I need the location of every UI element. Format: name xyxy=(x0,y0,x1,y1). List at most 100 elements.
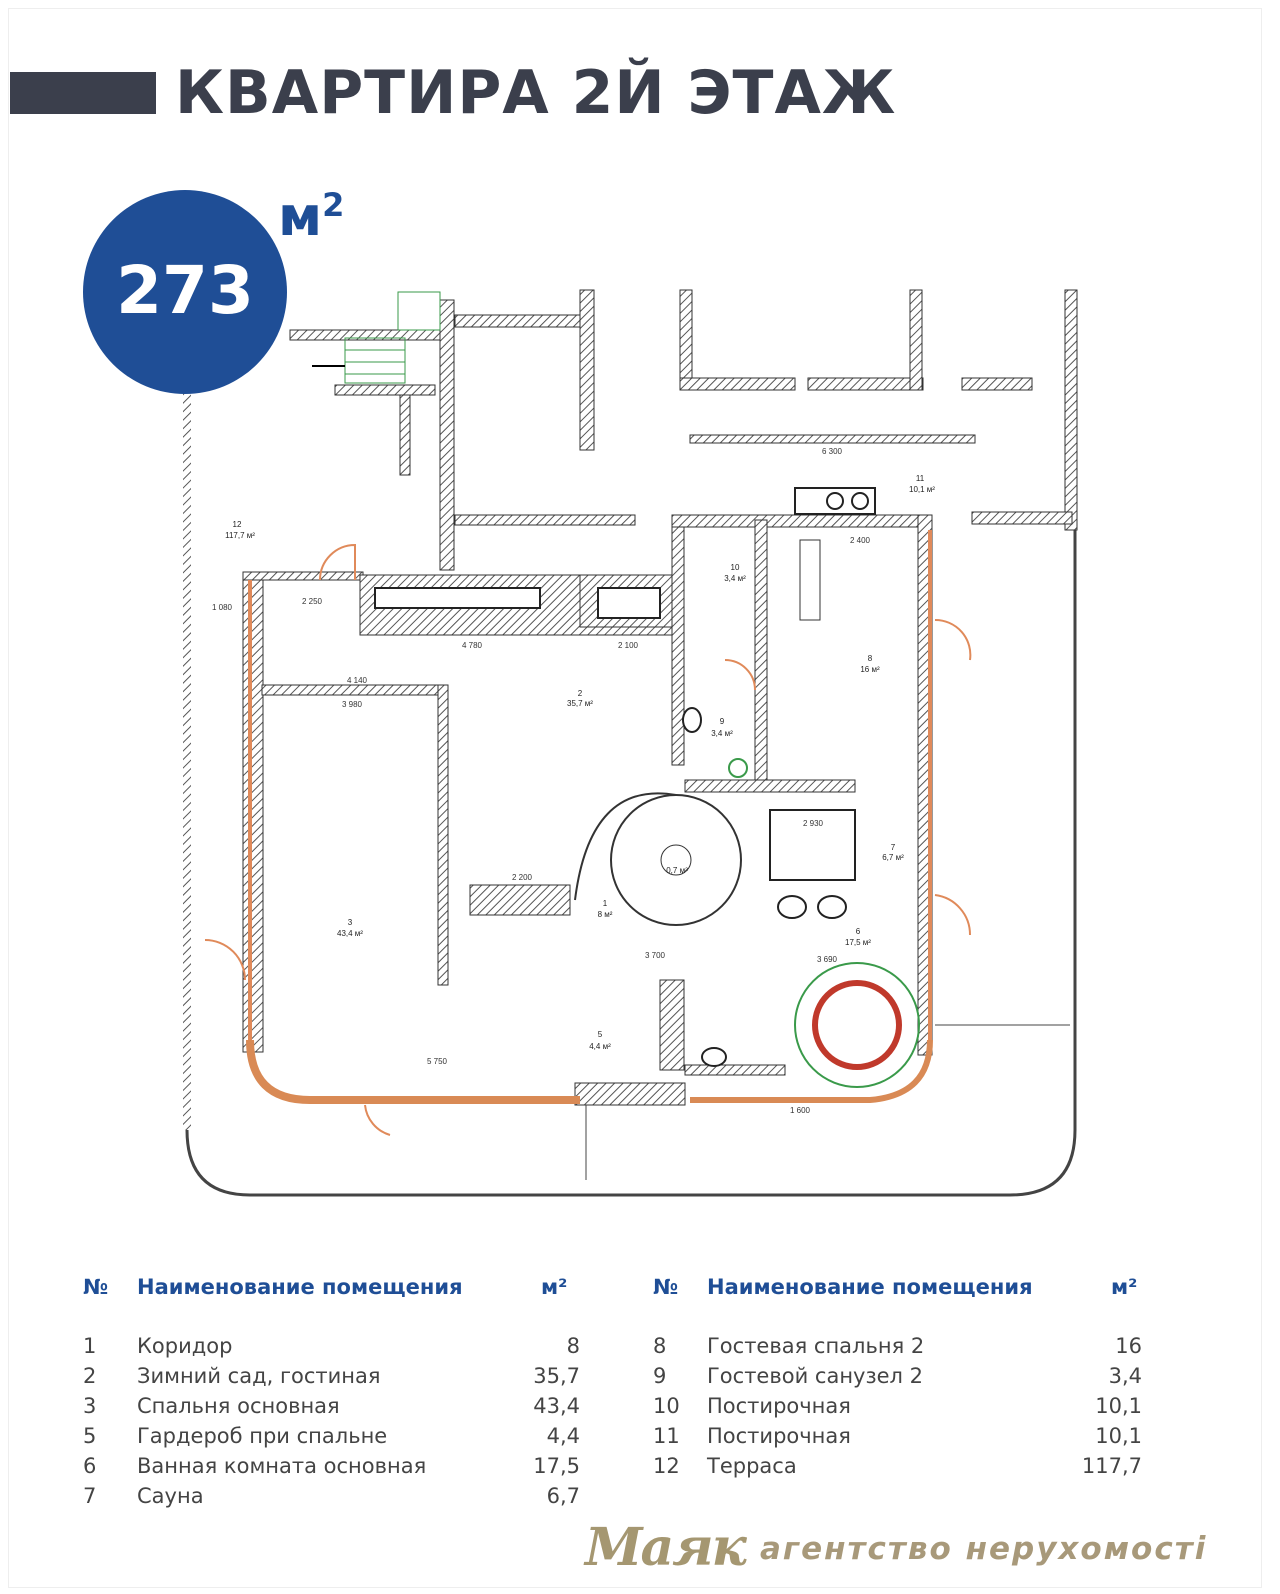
room-label-3-no: 3 xyxy=(348,918,353,927)
room-label-10-no: 10 xyxy=(731,563,740,572)
room-area: 10,1 xyxy=(1095,1394,1142,1418)
terrace-outline xyxy=(185,300,1077,1197)
entry-stair xyxy=(344,291,441,384)
table-row: 8 Гостевая спальня 2 16 xyxy=(653,1334,1173,1364)
room-name: Гардероб при спальне xyxy=(137,1424,388,1448)
table-row: 5 Гардероб при спальне 4,4 xyxy=(83,1424,603,1454)
room-number: 10 xyxy=(653,1394,680,1418)
room-name: Сауна xyxy=(137,1484,204,1508)
room-label-1-no: 1 xyxy=(603,899,608,908)
room-area: 117,7 xyxy=(1081,1454,1142,1478)
dimension-label: 1 080 xyxy=(212,603,233,612)
room-name: Коридор xyxy=(137,1334,233,1358)
room-number: 11 xyxy=(653,1424,680,1448)
dimension-label: 5 750 xyxy=(427,1057,448,1066)
dimension-label: 2 930 xyxy=(803,819,824,828)
room-number: 12 xyxy=(653,1454,680,1478)
dimension-label: 3 690 xyxy=(817,955,838,964)
table-row: 6 Ванная комната основная 17,5 xyxy=(83,1454,603,1484)
room-area: 10,1 xyxy=(1095,1424,1142,1448)
watermark-logo: Маяк xyxy=(585,1517,747,1578)
room-label-2-no: 2 xyxy=(578,689,583,698)
room-name: Ванная комната основная xyxy=(137,1454,427,1478)
area-value: 273 xyxy=(116,252,254,329)
room-label-11-no: 11 xyxy=(916,474,925,483)
table-row: 10 Постирочная 10,1 xyxy=(653,1394,1173,1424)
room-name: Постирочная xyxy=(707,1394,851,1418)
room-number: 6 xyxy=(83,1454,97,1478)
room-number: 1 xyxy=(83,1334,97,1358)
door-arcs xyxy=(204,543,972,1136)
room-label-7-no: 7 xyxy=(891,843,896,852)
table-row: 11 Постирочная 10,1 xyxy=(653,1424,1173,1454)
area-unit: м2 xyxy=(278,185,345,248)
table-row: 7 Сауна 6,7 xyxy=(83,1484,603,1514)
room-area: 8 xyxy=(566,1334,580,1358)
room-label-5-area: 4,4 м² xyxy=(589,1042,611,1051)
table-row: 3 Спальня основная 43,4 xyxy=(83,1394,603,1424)
dimension-label: 2 250 xyxy=(302,597,323,606)
room-label-1-area: 8 м² xyxy=(598,910,613,919)
room-area: 4,4 xyxy=(546,1424,580,1448)
room-label-8-area: 16 м² xyxy=(860,665,880,674)
room-label-2-area: 35,7 м² xyxy=(567,699,593,708)
header-name: Наименование помещения xyxy=(137,1275,463,1299)
room-number: 5 xyxy=(83,1424,97,1448)
room-label-6-area: 17,5 м² xyxy=(845,938,871,947)
room-label-7-area: 6,7 м² xyxy=(882,853,904,862)
watermark-subtitle: агентство нерухомості xyxy=(760,1531,1208,1567)
page-title: КВАРТИРА 2Й ЭТАЖ xyxy=(175,58,897,128)
area-badge: 273 xyxy=(83,190,287,394)
bath-rounded-wall xyxy=(690,1039,933,1103)
room-number: 8 xyxy=(653,1334,667,1358)
room-area: 43,4 xyxy=(533,1394,580,1418)
dimension-label: 6 300 xyxy=(822,447,843,456)
room-label-11-area: 10,1 м² xyxy=(909,485,935,494)
dimension-label: 4 140 xyxy=(347,676,368,685)
table-row: 9 Гостевой санузел 2 3,4 xyxy=(653,1364,1173,1394)
room-name: Гостевой санузел 2 xyxy=(707,1364,924,1388)
room-area: 16 xyxy=(1115,1334,1142,1358)
header-name: Наименование помещения xyxy=(707,1275,1033,1299)
terrace-wall xyxy=(183,330,191,1130)
room-label-9-no: 9 xyxy=(720,717,725,726)
header-no: № xyxy=(653,1275,679,1299)
room-number: 7 xyxy=(83,1484,97,1508)
dimension-label: 2 100 xyxy=(618,641,639,650)
fixtures xyxy=(374,487,876,1067)
room-number: 3 xyxy=(83,1394,97,1418)
room-name: Постирочная xyxy=(707,1424,851,1448)
title-bar-decoration xyxy=(10,72,156,114)
room-name: Терраса xyxy=(707,1454,797,1478)
room-label-12-area: 117,7 м² xyxy=(225,531,255,540)
room-area: 35,7 xyxy=(533,1364,580,1388)
table-row: 12 Терраса 117,7 xyxy=(653,1454,1173,1484)
room-name: Зимний сад, гостиная xyxy=(137,1364,381,1388)
header-area: м² xyxy=(1111,1275,1138,1299)
dimension-label: 1 600 xyxy=(790,1106,811,1115)
room-name: Гостевая спальня 2 xyxy=(707,1334,925,1358)
room-label-9-area: 3,4 м² xyxy=(711,729,733,738)
header-area: м² xyxy=(541,1275,568,1299)
stair-area-label: 0,7 м² xyxy=(666,866,688,875)
room-label-5-no: 5 xyxy=(598,1030,603,1039)
room-area: 6,7 xyxy=(546,1484,580,1508)
dimension-label: 2 200 xyxy=(512,873,533,882)
room-area: 3,4 xyxy=(1108,1364,1142,1388)
dimension-label: 4 780 xyxy=(462,641,483,650)
room-label-12-no: 12 xyxy=(233,520,242,529)
header-no: № xyxy=(83,1275,109,1299)
room-label-3-area: 43,4 м² xyxy=(337,929,363,938)
room-label-10-area: 3,4 м² xyxy=(724,574,746,583)
upper-walls xyxy=(289,289,1078,571)
page-frame xyxy=(8,8,1262,1588)
room-area: 17,5 xyxy=(533,1454,580,1478)
room-label-6-no: 6 xyxy=(856,927,861,936)
bedroom-rounded-wall xyxy=(246,1039,580,1104)
dimension-label: 2 400 xyxy=(850,536,871,545)
room-name: Спальня основная xyxy=(137,1394,340,1418)
spiral-stair xyxy=(574,792,742,926)
room-number: 9 xyxy=(653,1364,667,1388)
